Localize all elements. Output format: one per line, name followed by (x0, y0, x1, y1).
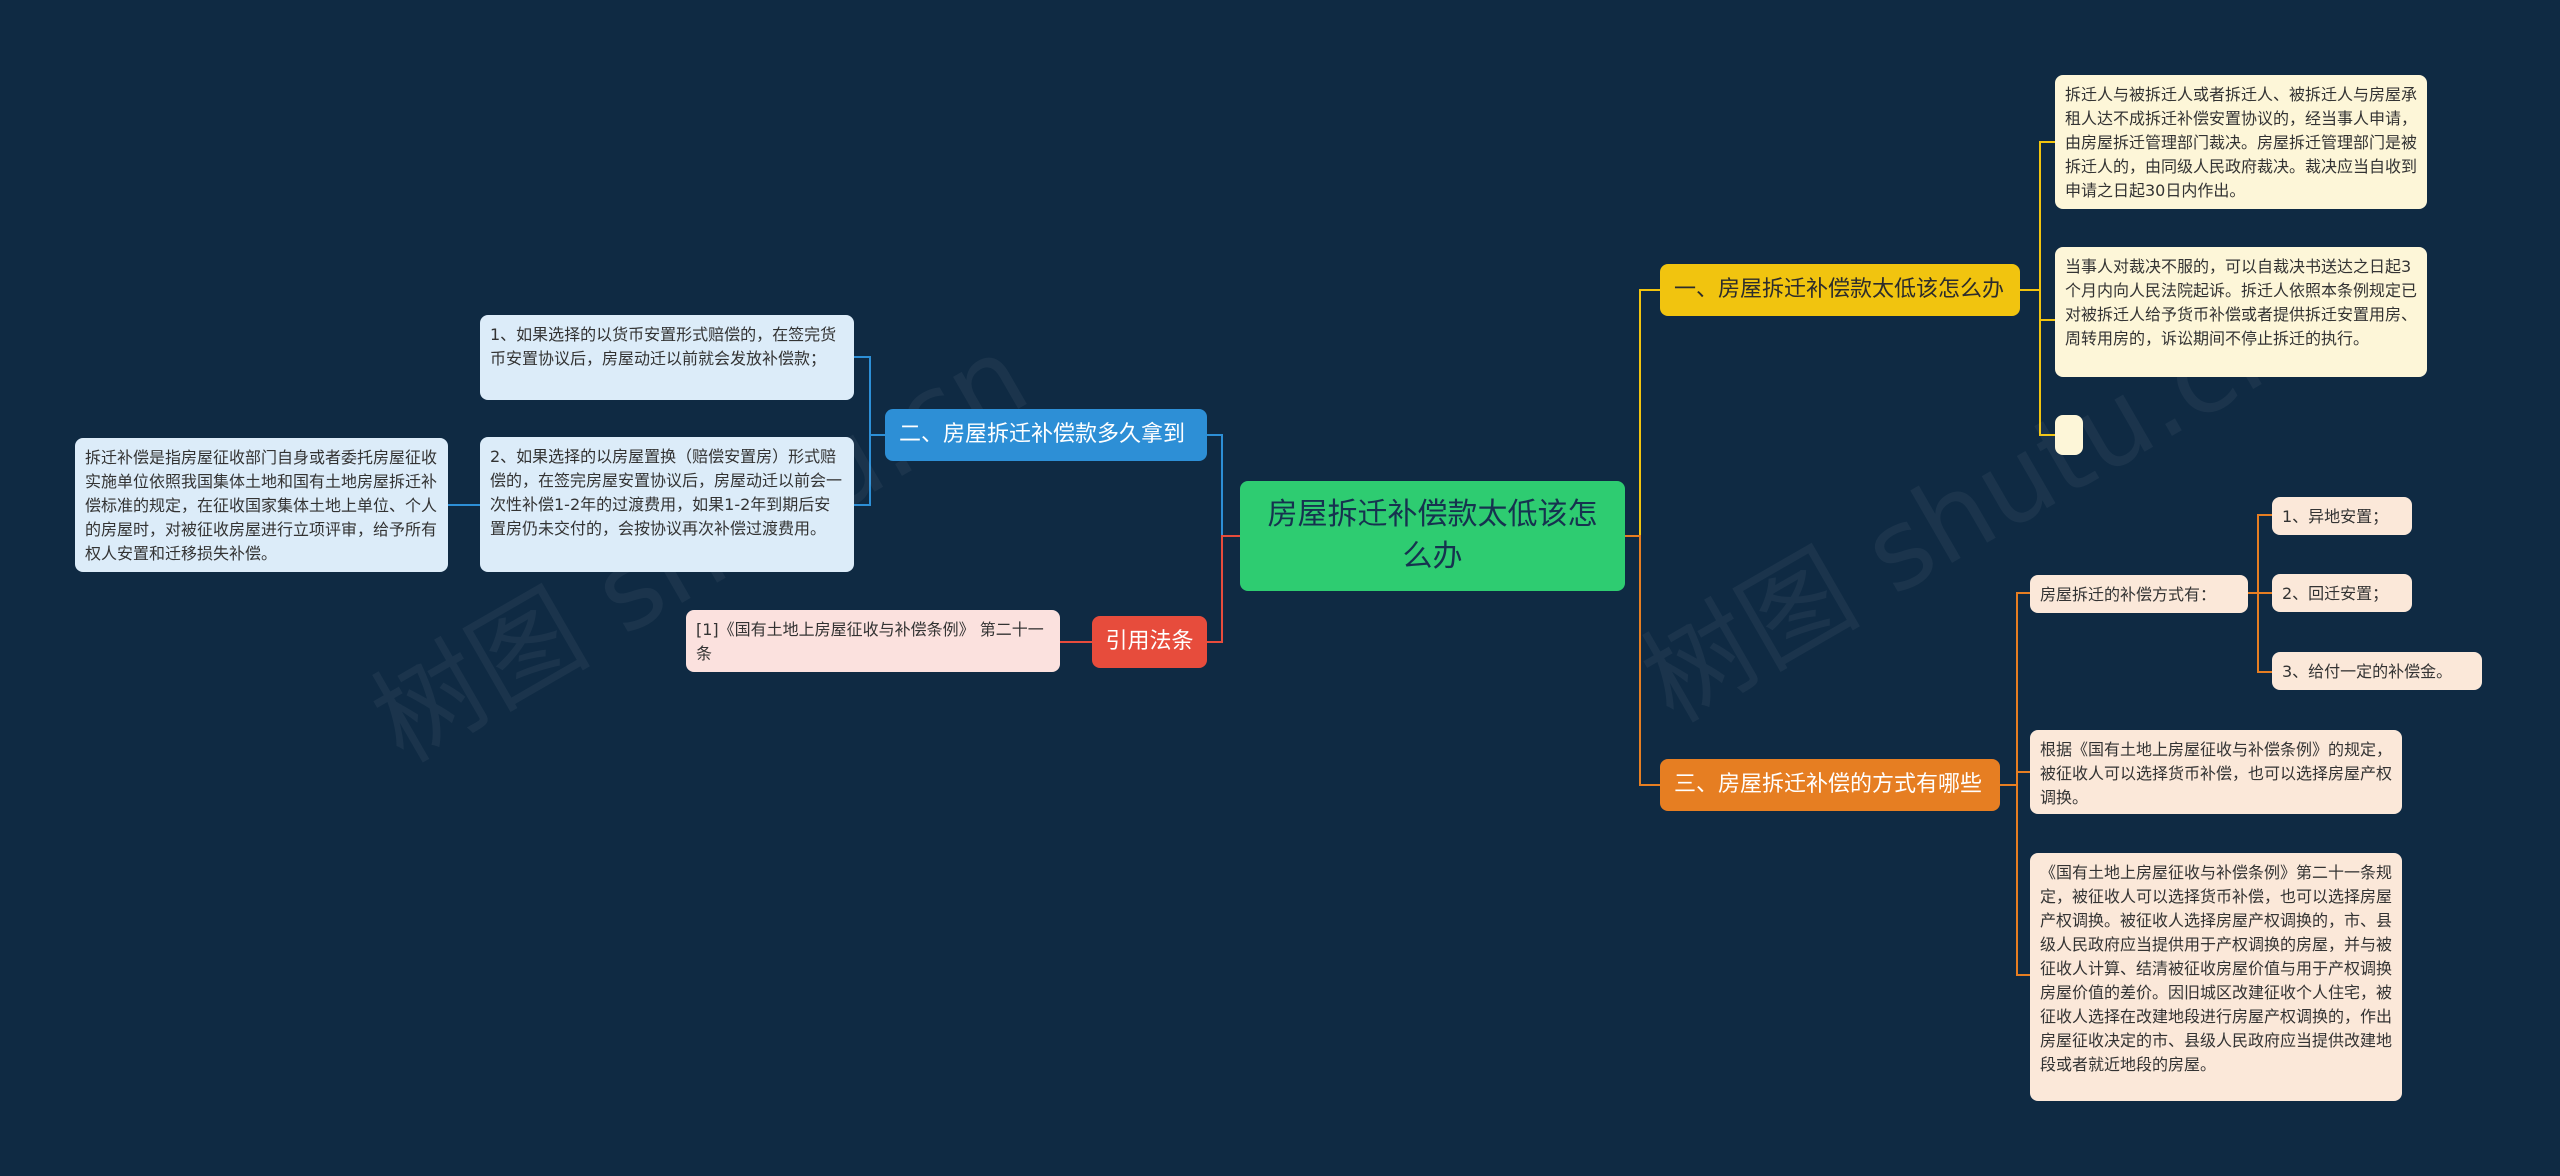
connector-center-red (1207, 535, 1240, 643)
branch-1-leaf-2[interactable]: 当事人对裁决不服的，可以自裁决书送达之日起3个月内向人民法院起诉。拆迁人依照本条… (2055, 247, 2427, 377)
branch-3-leaf-2[interactable]: 《国有土地上房屋征收与补偿条例》第二十一条规定，被征收人可以选择货币补偿，也可以… (2030, 853, 2402, 1101)
branch-2-title[interactable]: 二、房屋拆迁补偿款多久拿到 (885, 409, 1207, 461)
citation-1[interactable]: [1]《国有土地上房屋征收与补偿条例》 第二十一条 (686, 610, 1060, 672)
branch-3-leaf-1[interactable]: 根据《国有土地上房屋征收与补偿条例》的规定，被征收人可以选择货币补偿，也可以选择… (2030, 730, 2402, 814)
branch-3-sub[interactable]: 房屋拆迁的补偿方式有： (2030, 575, 2248, 613)
branch-2-leaf-2[interactable]: 2、如果选择的以房屋置换（赔偿安置房）形式赔偿的，在签完房屋安置协议后，房屋动迁… (480, 437, 854, 572)
branch-3-sub-item-1[interactable]: 1、异地安置； (2272, 497, 2412, 535)
connector-center-blue (1207, 434, 1240, 537)
connector-blue-leaves (854, 356, 885, 506)
branch-3-title[interactable]: 三、房屋拆迁补偿的方式有哪些 (1660, 759, 2000, 811)
connector-orange-leaves (2000, 592, 2030, 976)
connector-center-yellow (1625, 289, 1660, 537)
branch-3-sub-item-2[interactable]: 2、回迁安置； (2272, 574, 2412, 612)
connector-sub-items (2248, 514, 2272, 673)
branch-1-title[interactable]: 一、房屋拆迁补偿款太低该怎么办 (1660, 264, 2020, 316)
connector-yellow-leaves (2020, 141, 2055, 436)
branch-2-note[interactable]: 拆迁补偿是指房屋征收部门自身或者委托房屋征收实施单位依照我国集体土地和国有土地房… (75, 438, 448, 572)
branch-citations-title[interactable]: 引用法条 (1092, 616, 1207, 668)
branch-1-leaf-1[interactable]: 拆迁人与被拆迁人或者拆迁人、被拆迁人与房屋承租人达不成拆迁补偿安置协议的，经当事… (2055, 75, 2427, 209)
central-topic[interactable]: 房屋拆迁补偿款太低该怎么办 (1240, 481, 1625, 591)
branch-2-leaf-1[interactable]: 1、如果选择的以货币安置形式赔偿的，在签完货币安置协议后，房屋动迁以前就会发放补… (480, 315, 854, 400)
connector-center-orange (1625, 535, 1660, 786)
branch-1-leaf-empty[interactable] (2055, 415, 2083, 455)
branch-3-sub-item-3[interactable]: 3、给付一定的补偿金。 (2272, 652, 2482, 690)
